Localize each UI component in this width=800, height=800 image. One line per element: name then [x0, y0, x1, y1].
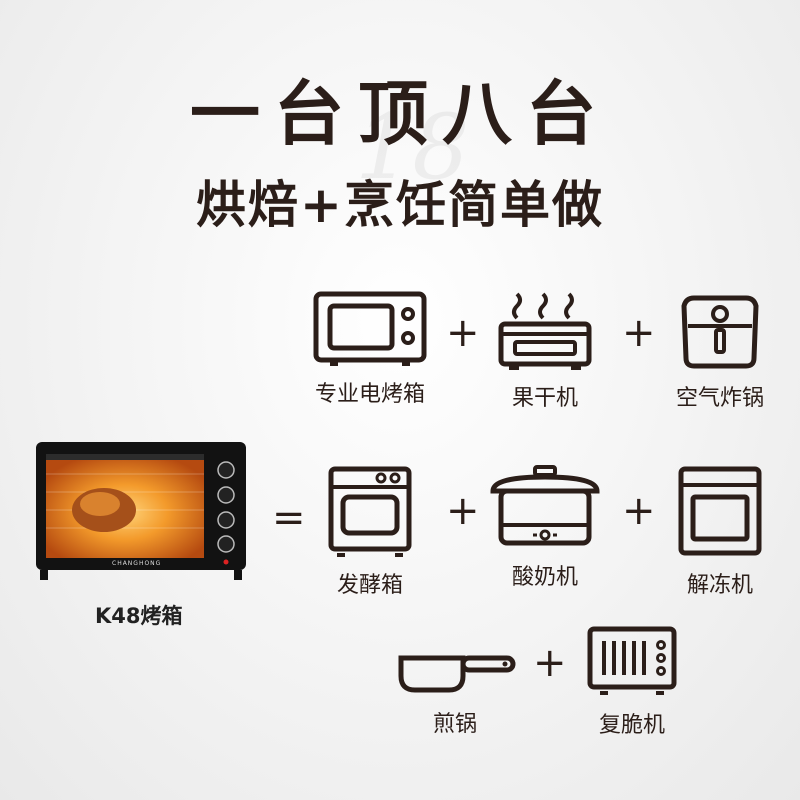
air-fryer-icon [681, 295, 759, 369]
page-subtitle: 烘焙+烹饪简单做 [196, 176, 604, 234]
appliance-label: 煎锅 [432, 712, 477, 737]
appliance-yogurt-maker: 酸奶机 [475, 465, 615, 591]
plus-sign: + [446, 488, 480, 534]
appliance-label: 解冻机 [686, 573, 753, 598]
appliance-label: 果干机 [511, 386, 578, 411]
appliance-oven: 专业电烤箱 [300, 290, 440, 408]
plus-sign: + [533, 640, 567, 686]
yogurt-maker-icon [490, 465, 600, 546]
appliance-air-fryer: 空气炸锅 [650, 290, 790, 412]
oven-icon [313, 291, 427, 366]
product-oven-image: CHANGHONG [34, 440, 248, 582]
appliance-proofer: 发酵箱 [300, 465, 440, 599]
product-label: K48烤箱 [95, 604, 183, 628]
frying-pan-icon [398, 655, 516, 693]
appliance-crisper: 复脆机 [562, 625, 702, 739]
appliance-label: 酸奶机 [511, 565, 578, 590]
appliance-label: 复脆机 [598, 713, 665, 738]
appliance-label: 专业电烤箱 [314, 382, 425, 407]
fruit-dryer-icon [498, 292, 592, 370]
plus-sign: + [446, 310, 480, 356]
appliance-label: 发酵箱 [336, 573, 403, 598]
crisper-icon [587, 626, 677, 695]
watermark: 18 [355, 95, 470, 200]
appliance-frying-pan: 煎锅 [385, 640, 525, 738]
appliance-fruit-dryer: 果干机 [475, 290, 615, 412]
plus-sign: + [622, 488, 656, 534]
plus-sign: + [622, 310, 656, 356]
product-brand: CHANGHONG [112, 560, 162, 567]
page-title: 一台顶八台 [190, 73, 610, 155]
appliance-label: 空气炸锅 [675, 386, 764, 411]
appliance-defroster: 解冻机 [650, 465, 790, 599]
equals-sign: = [272, 495, 306, 541]
defroster-icon [678, 466, 762, 556]
proofer-icon [328, 466, 412, 557]
